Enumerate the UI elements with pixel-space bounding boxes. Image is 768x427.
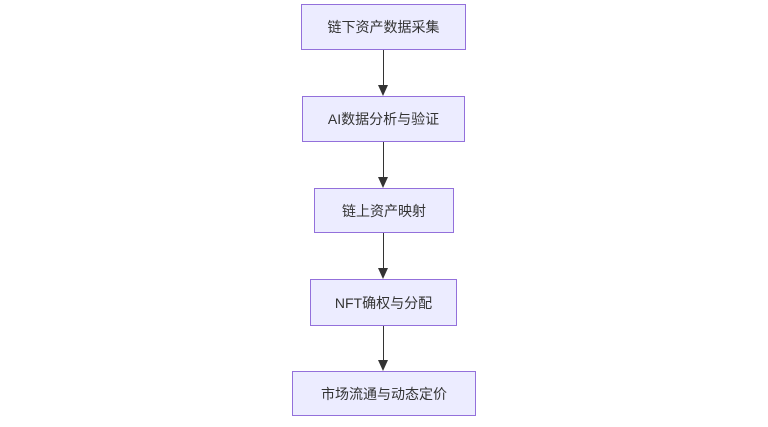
flow-node-nft-rights-allocation: NFT确权与分配: [310, 279, 457, 326]
arrowhead-down-icon: [378, 85, 388, 96]
flow-arrow-1-2: [378, 50, 389, 96]
arrow-line: [383, 233, 384, 269]
flow-node-offchain-data-collection: 链下资产数据采集: [301, 4, 466, 50]
flow-node-label: NFT确权与分配: [334, 294, 433, 311]
arrow-line: [383, 50, 384, 86]
flow-arrow-3-4: [378, 233, 389, 279]
flow-node-market-circulation-dynamic-pricing: 市场流通与动态定价: [292, 371, 476, 416]
flow-arrow-4-5: [378, 326, 389, 371]
flow-node-ai-analysis-verification: AI数据分析与验证: [302, 96, 465, 142]
flow-node-label: 链下资产数据采集: [327, 19, 440, 35]
flow-node-onchain-asset-mapping: 链上资产映射: [314, 188, 454, 233]
flow-node-label: 市场流通与动态定价: [321, 385, 447, 402]
arrow-line: [383, 326, 384, 361]
flow-arrow-2-3: [378, 142, 389, 188]
flow-node-label: AI数据分析与验证: [327, 111, 440, 127]
arrowhead-down-icon: [378, 360, 388, 371]
flow-node-label: 链上资产映射: [342, 202, 426, 219]
arrowhead-down-icon: [378, 177, 388, 188]
arrow-line: [383, 142, 384, 178]
arrowhead-down-icon: [378, 268, 388, 279]
